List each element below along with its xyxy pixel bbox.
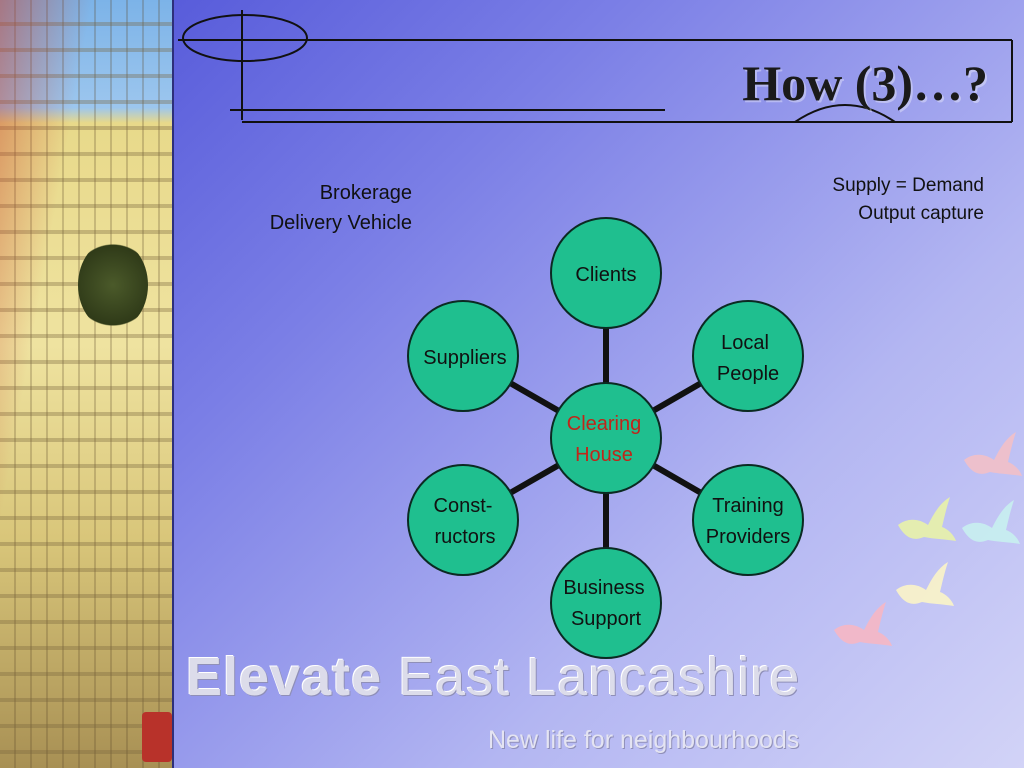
- slide-title: How (3)…?: [742, 55, 988, 111]
- title-frame: [178, 10, 1013, 123]
- photo-tree: [78, 240, 148, 330]
- elevate-logo: Elevate East Lancashire: [186, 646, 800, 708]
- logo-rest: East Lancashire: [382, 647, 801, 707]
- photo-red-vehicle: [142, 712, 172, 762]
- brokerage-note: Brokerage Delivery Vehicle: [270, 178, 412, 238]
- dove-icon: [834, 602, 892, 646]
- node-circle: [407, 300, 519, 412]
- dove-icon: [898, 497, 956, 541]
- node-clients: Clients: [550, 217, 662, 329]
- node-label: People: [717, 363, 779, 385]
- node-circle: [692, 300, 804, 412]
- node-circle: [692, 464, 804, 576]
- dove-icon: [962, 500, 1020, 544]
- logo-bold: Elevate: [186, 647, 383, 707]
- note-line: Supply = Demand: [832, 175, 984, 196]
- node-suppliers: Suppliers: [407, 300, 519, 412]
- node-label: Const-: [434, 495, 493, 517]
- doves-decoration: [834, 432, 1022, 646]
- note-line: Output capture: [858, 203, 984, 224]
- node-circle-center: [550, 382, 662, 494]
- tagline: New life for neighbourhoods: [488, 726, 800, 754]
- node-label: Local: [721, 332, 769, 354]
- dove-icon: [964, 432, 1022, 476]
- node-label: Providers: [706, 526, 790, 548]
- node-label: Support: [571, 608, 641, 630]
- note-line: Delivery Vehicle: [269, 212, 412, 234]
- node-label: Business: [563, 577, 644, 599]
- node-circle: [550, 547, 662, 659]
- node-label: ructors: [434, 526, 495, 548]
- node-label: Clients: [575, 264, 636, 286]
- node-circle: [550, 217, 662, 329]
- node-circle: [407, 464, 519, 576]
- note-line: Brokerage: [319, 182, 412, 204]
- street-photo: [0, 0, 174, 768]
- node-clearing-house: Clearing House: [550, 382, 662, 494]
- dove-icon: [896, 562, 954, 606]
- node-local-people: Local People: [692, 300, 804, 412]
- center-label: Clearing: [567, 413, 641, 435]
- photo-roof-tint: [0, 0, 172, 768]
- node-label: Training: [712, 495, 784, 517]
- supply-demand-note: Supply = Demand Output capture: [832, 172, 984, 228]
- node-training-providers: Training Providers: [692, 464, 804, 576]
- node-label: Suppliers: [423, 347, 506, 369]
- node-business-support: Business Support: [550, 547, 662, 659]
- title-frame-ellipse-left: [182, 14, 308, 62]
- title-frame-arc-right: [794, 104, 896, 123]
- node-constructors: Const- ructors: [407, 464, 519, 576]
- center-label: House: [575, 444, 633, 466]
